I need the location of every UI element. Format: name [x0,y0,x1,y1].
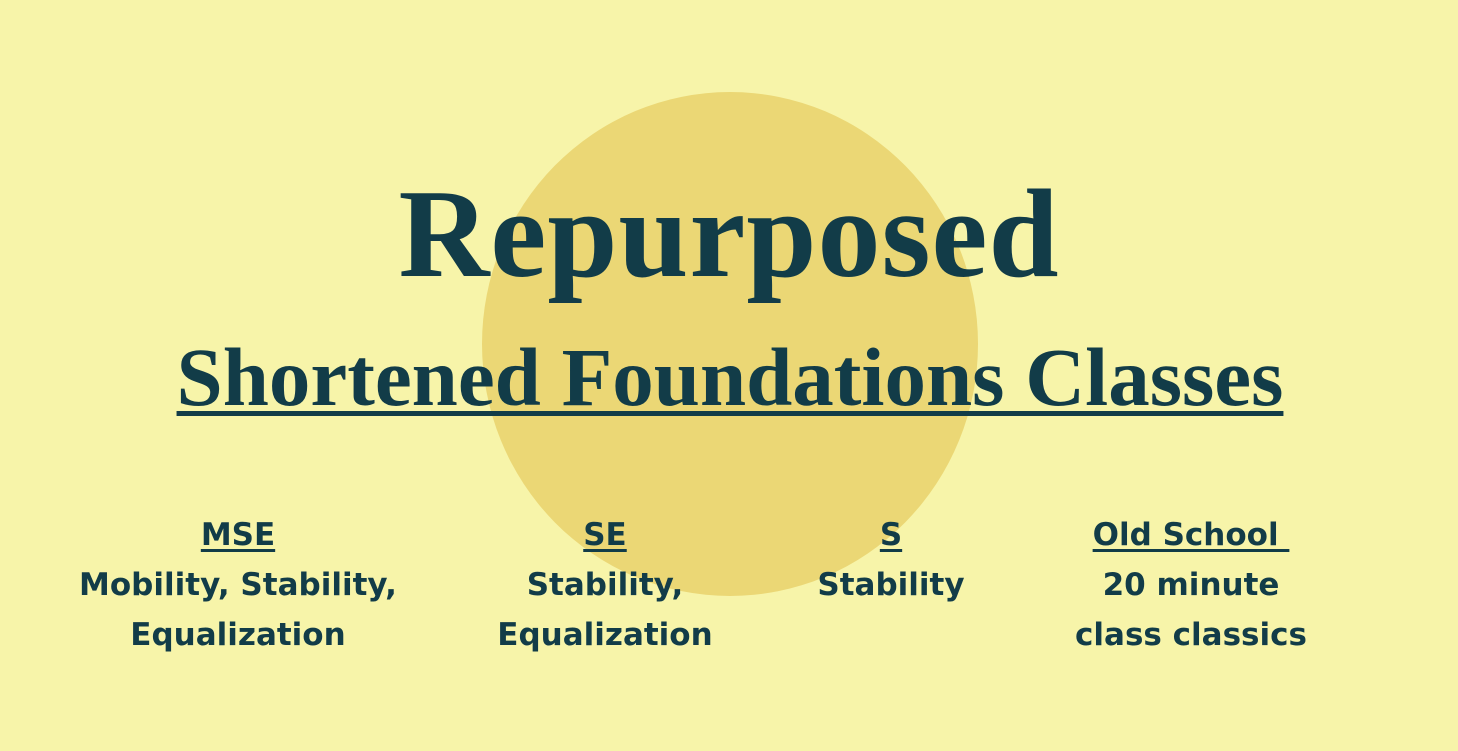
class-column-old-school: Old School 20 minute class classics [1062,510,1320,660]
class-description-line: Equalization [497,617,713,653]
class-description-line: Stability, [526,567,684,603]
decorative-circle [482,92,978,596]
page-subtitle: Shortened Foundations Classes [176,331,1284,423]
class-heading: Old School [1092,517,1290,553]
page-title: Repurposed [398,165,1060,304]
class-heading: SE [583,517,627,553]
class-column-s: S Stability [800,510,982,610]
class-description-line: 20 minute [1102,567,1280,603]
class-description-line: Equalization [130,617,346,653]
class-heading: S [879,517,903,553]
class-description-line: class classics [1075,617,1307,653]
class-column-se: SE Stability, Equalization [470,510,740,660]
class-description-line: Mobility, Stability, [79,567,397,603]
class-heading: MSE [200,517,276,553]
class-description-line: Stability [817,567,965,603]
class-column-mse: MSE Mobility, Stability, Equalization [60,510,416,660]
